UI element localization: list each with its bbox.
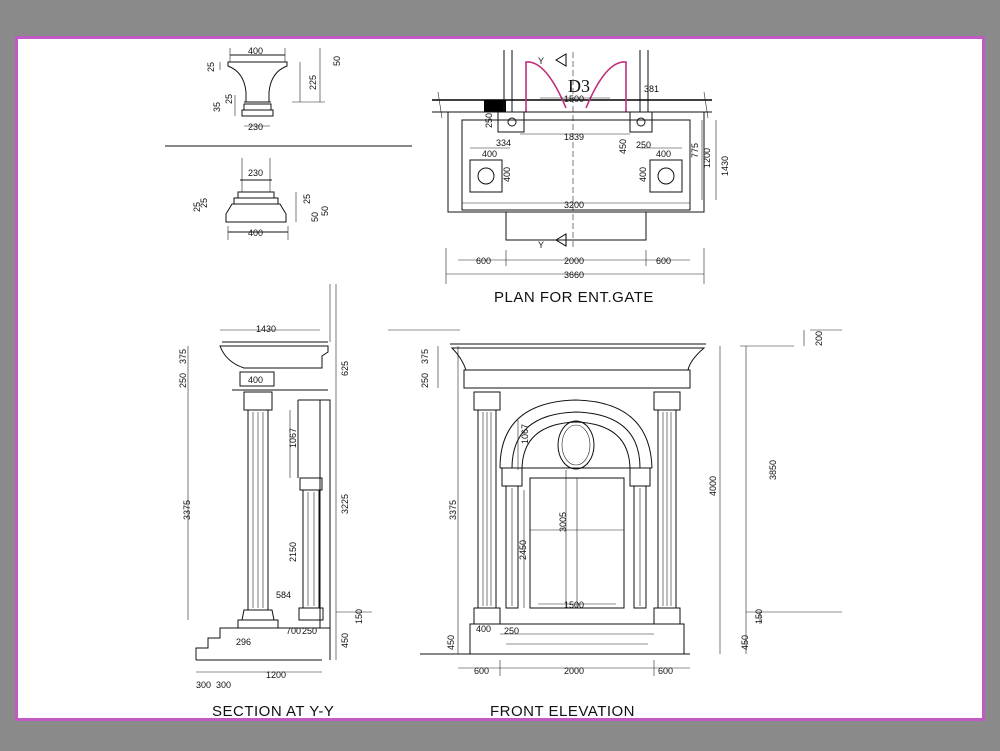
plan-dim: 775: [690, 143, 700, 158]
plan-dim: 400: [638, 167, 648, 182]
drawing-sheet: [15, 36, 985, 721]
section-dim: 450: [340, 633, 350, 648]
front-dim: 2450: [518, 540, 528, 560]
section-dim: 625: [340, 361, 350, 376]
section-title: SECTION AT Y-Y: [212, 703, 334, 720]
capital-dim: 25: [224, 94, 234, 104]
base-dim: 50: [310, 212, 320, 222]
base-dim: 25: [192, 202, 202, 212]
front-dim: 250: [420, 373, 430, 388]
plan-dim: 450: [618, 139, 628, 154]
section-dim: 2150: [288, 542, 298, 562]
front-dim: 4000: [708, 476, 718, 496]
front-dim: 200: [814, 331, 824, 346]
plan-dim: 600: [476, 256, 491, 266]
front-dim: 2000: [564, 666, 584, 676]
plan-dim: 1500: [564, 94, 584, 104]
front-dim: 3005: [558, 512, 568, 532]
section-dim: 250: [302, 626, 317, 636]
section-dim: 296: [236, 637, 251, 647]
base-dim: 400: [248, 228, 263, 238]
plan-dim: 600: [656, 256, 671, 266]
plan-dim: 400: [502, 167, 512, 182]
plan-dim: 1839: [564, 132, 584, 142]
plan-view: [432, 50, 717, 284]
front-dim: 1500: [564, 600, 584, 610]
capital-detail: [219, 48, 325, 127]
plan-section-mark: Y: [538, 240, 544, 250]
capital-dim: 50: [332, 56, 342, 66]
front-dim: 250: [504, 626, 519, 636]
base-dim: 25: [302, 194, 312, 204]
plan-dim: 3660: [564, 270, 584, 280]
front-dim: 3375: [448, 500, 458, 520]
section-dim: 375: [178, 349, 188, 364]
capital-dim: 230: [248, 122, 263, 132]
section-dim: 1200: [266, 670, 286, 680]
front-dim: 1067: [520, 424, 530, 444]
section-dim: 584: [276, 590, 291, 600]
front-dim: 450: [446, 635, 456, 650]
plan-dim: 1200: [702, 148, 712, 168]
front-dim: 450: [740, 635, 750, 650]
section-dim: 3375: [182, 500, 192, 520]
plan-dim: 250: [636, 140, 651, 150]
plan-dim: 400: [656, 149, 671, 159]
section-dim: 700: [286, 626, 301, 636]
front-dim: 375: [420, 349, 430, 364]
front-dim: 3850: [768, 460, 778, 480]
plan-title: PLAN FOR ENT.GATE: [494, 289, 654, 306]
section-dim: 1067: [288, 428, 298, 448]
plan-dim: 334: [496, 138, 511, 148]
plan-dim: 400: [482, 149, 497, 159]
section-dim: 250: [178, 373, 188, 388]
plan-dim: 250: [484, 113, 494, 128]
base-dim: 50: [320, 206, 330, 216]
capital-dim: 400: [248, 46, 263, 56]
capital-dim: 35: [212, 102, 222, 112]
front-dim: 600: [474, 666, 489, 676]
plan-dim: 2000: [564, 256, 584, 266]
section-dim: 1430: [256, 324, 276, 334]
section-dim: 3225: [340, 494, 350, 514]
section-dim: 300: [216, 680, 231, 690]
plan-dim: 3200: [564, 200, 584, 210]
section-view: [187, 284, 372, 673]
front-dim: 150: [754, 609, 764, 624]
front-dim: 600: [658, 666, 673, 676]
base-dim: 25: [199, 198, 209, 208]
section-dim: 300: [196, 680, 211, 690]
capital-dim: 225: [308, 75, 318, 90]
capital-dim: 25: [206, 62, 216, 72]
base-dim: 230: [248, 168, 263, 178]
plan-door-tag: D3: [568, 76, 590, 96]
plan-dim: 381: [644, 84, 659, 94]
plan-dim: 1430: [720, 156, 730, 176]
base-detail: [225, 158, 297, 240]
plan-section-mark: Y: [538, 56, 544, 66]
front-title: FRONT ELEVATION: [490, 703, 635, 720]
front-elevation: [388, 329, 842, 676]
front-dim: 400: [476, 624, 491, 634]
section-dim: 150: [354, 609, 364, 624]
section-dim: 400: [248, 375, 263, 385]
